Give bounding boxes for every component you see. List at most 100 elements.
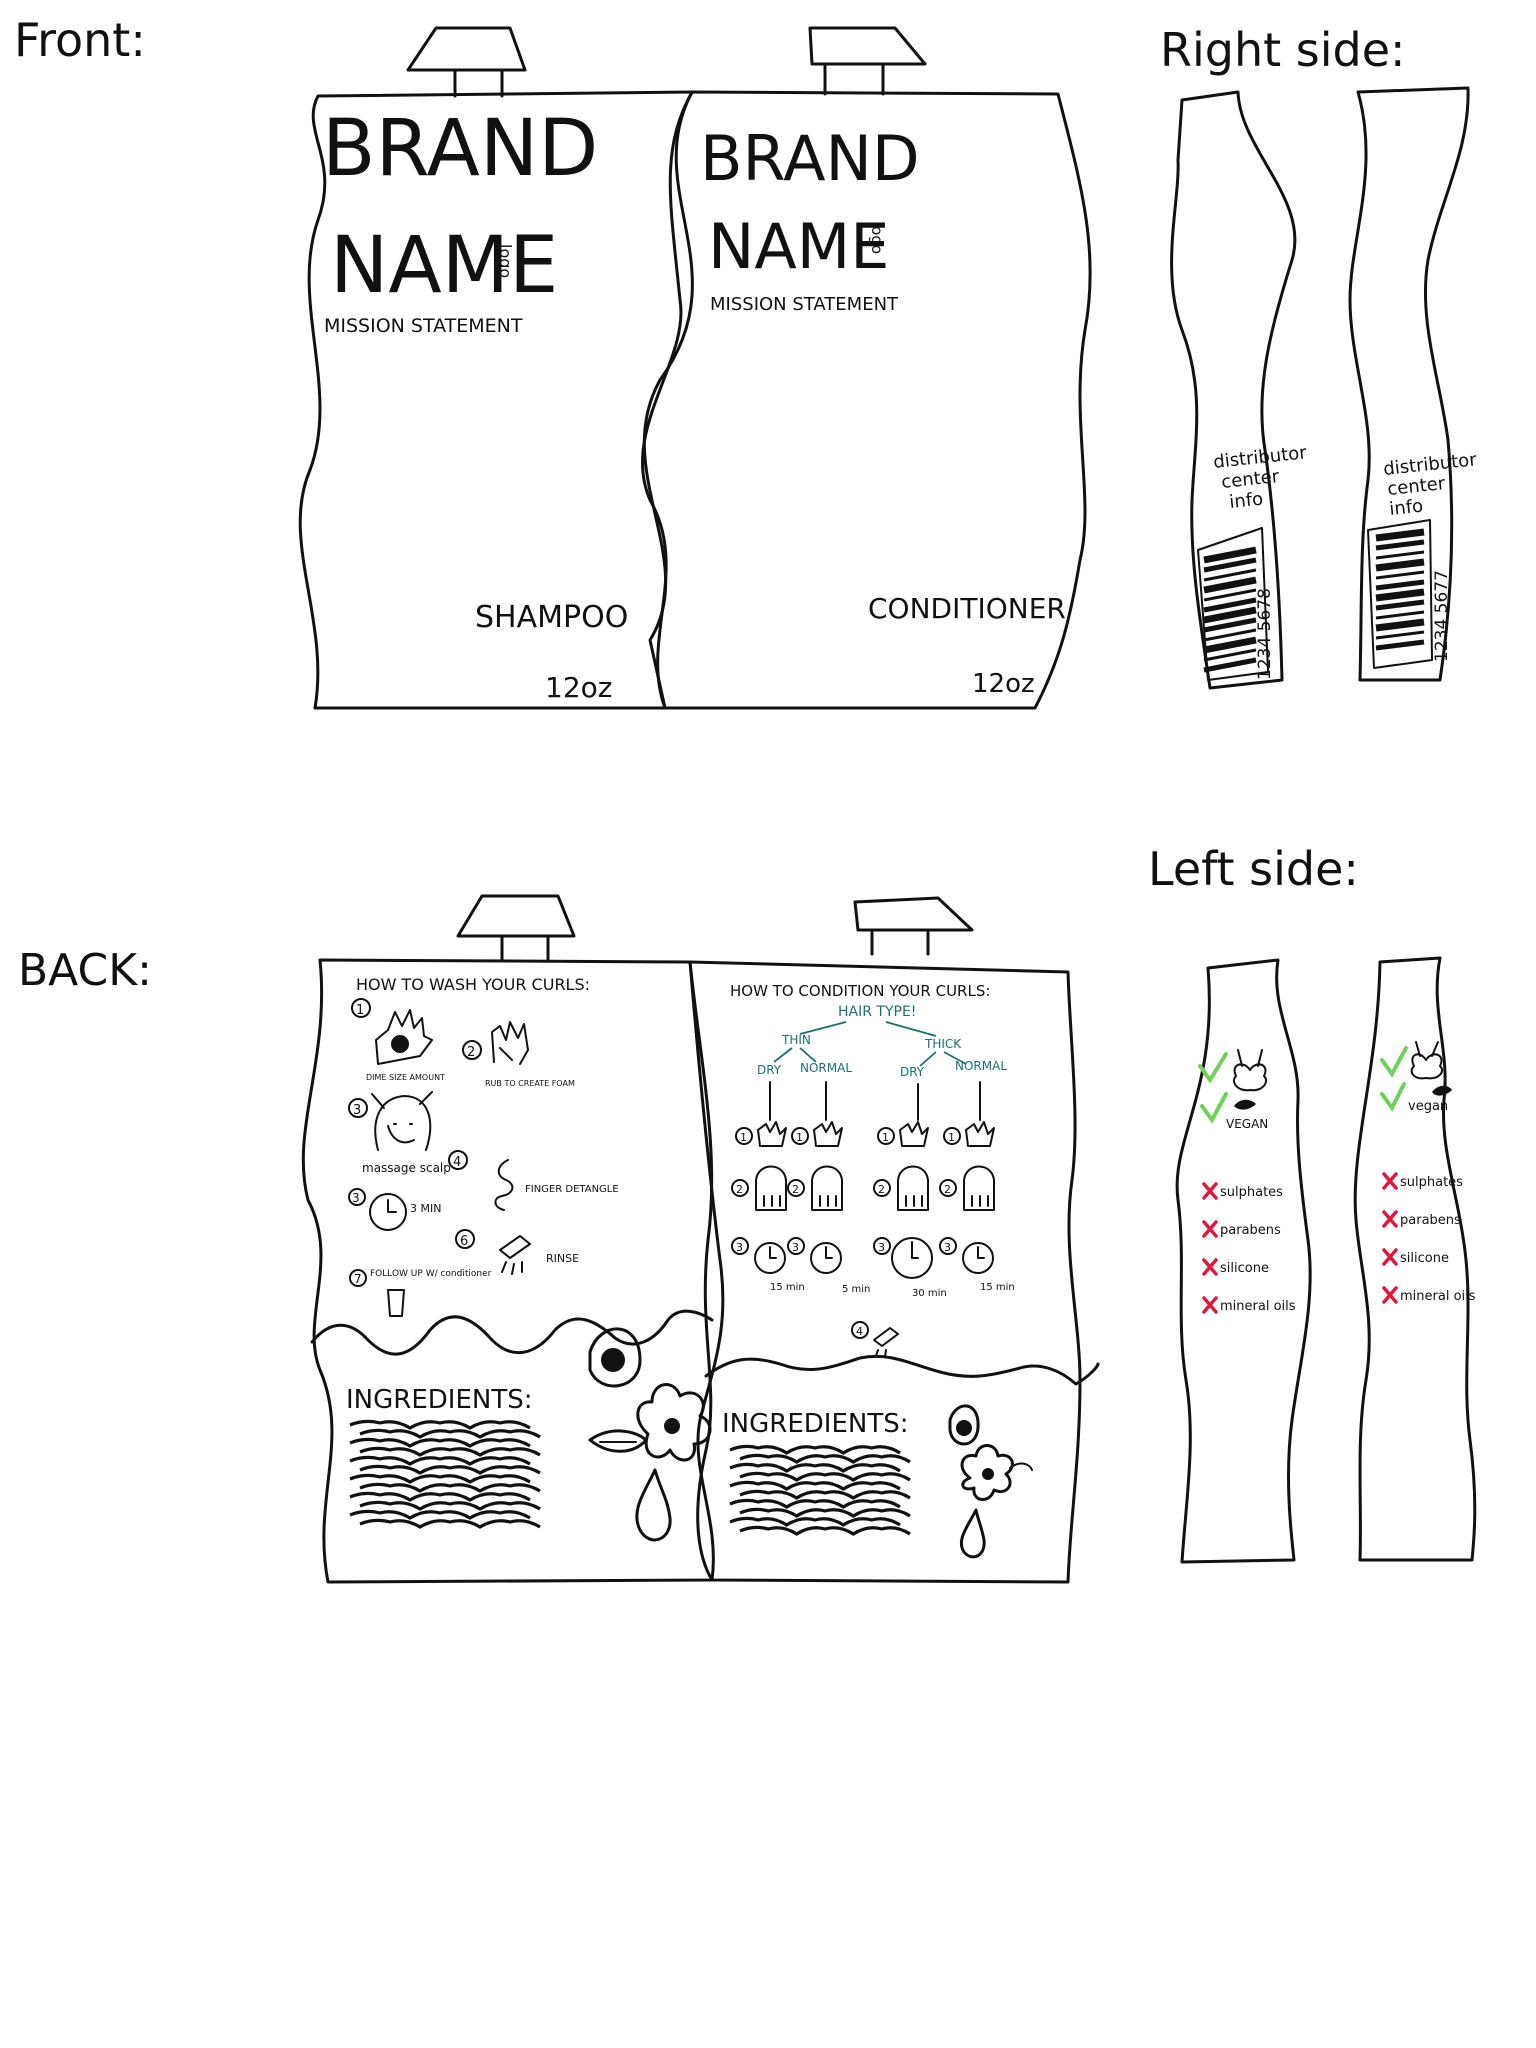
scribble-stroke: [729, 1498, 901, 1509]
right-side-panels: distributor center info 1234 5678 distri…: [1170, 86, 1478, 690]
cross-icon: [1202, 1258, 1218, 1276]
strands-icon: [905, 1195, 923, 1207]
shampoo-product-name: SHAMPOO: [475, 600, 628, 635]
wash-step-7: 7 FOLLOW UP W/ conditioner: [349, 1269, 492, 1317]
barcode-bar: [1203, 636, 1257, 654]
barcode-bar: [1203, 617, 1257, 633]
drop-icon: [635, 1468, 672, 1542]
svg-text:massage scalp: massage scalp: [362, 1161, 451, 1175]
drop-icon-2: [959, 1508, 986, 1559]
hand-icon: [965, 1121, 995, 1147]
type-dry-thick: DRY: [900, 1065, 925, 1079]
shampoo-logo: logo: [496, 244, 515, 278]
scribble-stroke: [349, 1491, 531, 1502]
step-2-number: 2: [736, 1183, 743, 1196]
timer-icon: [891, 1237, 933, 1279]
barcode-bar: [1203, 576, 1257, 594]
distributor-line-2c: info: [1388, 496, 1424, 520]
left-side-heading: Left side:: [1148, 842, 1359, 896]
shampoo-brand-line1: BRAND: [322, 104, 598, 194]
barcode-bar: [1203, 546, 1257, 564]
hands-rub-icon: [491, 1021, 529, 1065]
condition-title: HOW TO CONDITION YOUR CURLS:: [730, 982, 990, 1000]
free-from-item: mineral oils: [1220, 1299, 1296, 1314]
svg-text:4: 4: [453, 1155, 461, 1170]
wash-step-1: 1 DIME SIZE AMOUNT: [351, 998, 445, 1082]
leaf-icon-2: [1432, 1085, 1452, 1096]
vegan-label-2: vegan: [1408, 1099, 1448, 1114]
shampoo-front-body: [298, 90, 694, 710]
scribble-stroke: [349, 1437, 531, 1448]
type-normal-thin: NORMAL: [800, 1061, 852, 1075]
step-2-number: 2: [792, 1183, 799, 1196]
left-side-panel-1: [1175, 958, 1312, 1564]
head-icon: [963, 1165, 995, 1211]
shower-icon: [499, 1235, 531, 1275]
head-icon: [811, 1165, 843, 1211]
cross-icon: [1202, 1296, 1218, 1314]
scalp-massage-icon: [371, 1091, 433, 1151]
timer-icon: [810, 1242, 842, 1274]
barcode-bar: [1203, 557, 1257, 573]
time-col-4: 15 min: [980, 1282, 1015, 1293]
hand-icon: [899, 1121, 929, 1147]
scribble-stroke: [739, 1453, 911, 1464]
back-conditioner-cap: [853, 896, 974, 956]
clock-icon: [369, 1193, 407, 1231]
type-normal-thick: NORMAL: [955, 1059, 1007, 1073]
conditioner-brand-line1: BRAND: [700, 122, 920, 195]
step-3-marker: [873, 1237, 891, 1255]
svg-text:3: 3: [352, 1191, 360, 1205]
flower-icon-2: [960, 1444, 1033, 1501]
step-2-marker: [939, 1179, 957, 1197]
barcode-bar: [1375, 550, 1425, 560]
scribble-stroke: [729, 1480, 901, 1491]
timer-hand: [911, 1241, 919, 1259]
time-col-2: 5 min: [842, 1284, 870, 1295]
barcode-bar: [1375, 528, 1425, 542]
condition-rinse-step: 4: [851, 1321, 899, 1358]
shampoo-back-body: [301, 958, 714, 1584]
conditioner-logo: logo: [868, 222, 886, 254]
step-2-marker: [873, 1179, 891, 1197]
scribble-stroke: [739, 1489, 911, 1500]
step-3-marker: [731, 1237, 749, 1255]
strands-icon: [763, 1195, 781, 1207]
svg-text:6: 6: [460, 1234, 468, 1249]
step-3-number: 3: [944, 1241, 951, 1254]
barcode-number-2: 1234 5677: [1432, 570, 1452, 662]
conditioner-bottle-icon: [387, 1289, 405, 1317]
free-from-item: silicone: [1400, 1251, 1449, 1266]
front-heading: Front:: [14, 13, 146, 67]
scribble-stroke: [359, 1446, 541, 1457]
wash-step-6: 6 RINSE: [455, 1229, 579, 1275]
cross-icon: [1382, 1172, 1398, 1190]
scribble-stroke: [739, 1507, 911, 1518]
scribble-stroke: [729, 1516, 901, 1527]
barcode-bar: [1375, 558, 1425, 572]
wash-title: HOW TO WASH YOUR CURLS:: [356, 975, 590, 994]
svg-text:RUB TO CREATE FOAM: RUB TO CREATE FOAM: [485, 1079, 575, 1088]
scribble-stroke: [729, 1462, 901, 1473]
flower-icon: [588, 1383, 712, 1462]
type-dry-thin: DRY: [757, 1063, 782, 1077]
barcode-bar: [1203, 606, 1257, 624]
right-side-panel-1: [1170, 90, 1297, 690]
cross-icon: [1382, 1248, 1398, 1266]
conditioner-product-name: CONDITIONER: [868, 592, 1066, 625]
wash-step-2: 2 RUB TO CREATE FOAM: [462, 1021, 575, 1088]
barcode-bar: [1203, 628, 1257, 642]
vegan-label-1: VEGAN: [1226, 1117, 1268, 1131]
svg-text:4: 4: [856, 1325, 863, 1338]
cross-icon: [1202, 1220, 1218, 1238]
eye-icon-2: [948, 1404, 980, 1446]
timer-hand: [977, 1246, 985, 1259]
step-1-number: 1: [948, 1131, 955, 1144]
shampoo-brand-line2: NAME: [330, 221, 558, 311]
conditioner-wave-divider: [704, 1354, 1100, 1386]
